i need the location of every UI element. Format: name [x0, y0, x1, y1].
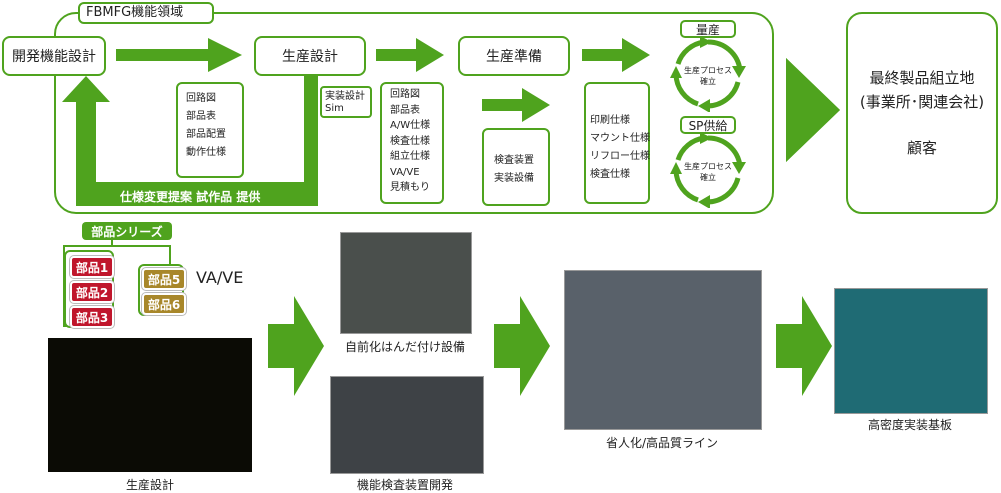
- fbmfg-area-title: FBMFG機能領域: [78, 2, 214, 24]
- mass-production-cycle-icon: [670, 36, 746, 112]
- caption-board: 高密度実装基板: [867, 418, 952, 432]
- inspection-item: 実装設備: [494, 173, 534, 184]
- feedback-loop-arrow: [62, 76, 318, 206]
- design-output-item: 部品表: [186, 111, 216, 122]
- design-detail-item: 組立仕様: [390, 151, 430, 162]
- sim-box-line: 実装設計: [325, 91, 365, 102]
- sp-supply-cycle-icon: [670, 132, 746, 208]
- step-production-prep: 生産準備: [458, 36, 570, 76]
- final-line-3: 顧客: [906, 139, 937, 157]
- prep-output-item: マウント仕様: [590, 133, 650, 144]
- inspection-item: 検査装置: [494, 155, 534, 166]
- design-detail-item: 回路図: [390, 89, 420, 100]
- design-detail-item: VA/VE: [390, 166, 420, 178]
- cycle-text-line: 生産プロセス: [684, 66, 732, 75]
- arrow-to-inspection: [482, 88, 550, 122]
- soldering-equipment-photo: [340, 232, 472, 334]
- design-detail-item: A/W仕様: [390, 120, 431, 131]
- prep-output-item: 検査仕様: [590, 169, 630, 180]
- cycle-text-line: 生産プロセス: [684, 162, 732, 171]
- step-dev-design: 開発機能設計: [2, 36, 106, 76]
- design-details-list: 回路図 部品表 A/W仕様 検査仕様 組立仕様 VA/VE 見積もり: [380, 82, 444, 204]
- caption-inspection-dev: 機能検査装置開発: [356, 478, 453, 492]
- cycle-text-line: 確立: [700, 173, 716, 182]
- sp-supply-cycle-text: 生産プロセス 確立: [672, 158, 744, 186]
- cycle-text-line: 確立: [700, 77, 716, 86]
- parts-series-title: 部品シリーズ: [82, 222, 172, 240]
- caption-soldering: 自前化はんだ付け設備: [344, 340, 465, 354]
- vave-label: VA/VE: [196, 268, 244, 287]
- arrow-design-to-prep: [376, 38, 444, 72]
- part-gold-5: 部品5: [142, 268, 186, 290]
- part-red-1: 部品1: [70, 256, 114, 278]
- design-output-item: 部品配置: [186, 129, 226, 140]
- inspection-device-photo: [330, 376, 484, 474]
- step-production-design: 生産設計: [254, 36, 366, 76]
- arrow-equipment-to-line: [494, 296, 550, 396]
- caption-pcb-design: 生産設計: [125, 478, 174, 492]
- sim-box-line: Sim: [325, 103, 344, 114]
- design-output-item: 動作仕様: [186, 147, 226, 158]
- caption-line: 省人化/高品質ライン: [605, 436, 719, 450]
- arrow-pcb-to-equipment: [268, 296, 324, 396]
- design-detail-item: 検査仕様: [390, 135, 430, 147]
- design-detail-item: 部品表: [390, 104, 420, 116]
- part-red-2: 部品2: [70, 281, 114, 303]
- final-assembly-box: 最終製品組立地 (事業所･関連会社) 顧客: [846, 12, 998, 214]
- arrow-line-to-board: [776, 296, 832, 396]
- inspection-equipment-box: 検査装置 実装設備: [482, 128, 550, 206]
- feedback-label: 仕様変更提案 試作品 提供: [120, 190, 261, 204]
- pcb-design-image: [48, 338, 252, 472]
- final-line-1: 最終製品組立地: [869, 69, 975, 87]
- prep-output-item: リフロー仕様: [590, 151, 650, 162]
- arrow-to-final: [786, 58, 840, 162]
- prep-output-item: 印刷仕様: [590, 115, 630, 126]
- sim-box: 実装設計 Sim: [320, 86, 372, 118]
- sp-supply-label: SP供給: [680, 116, 736, 134]
- design-detail-item: 見積もり: [390, 182, 430, 193]
- mass-production-label: 量産: [680, 20, 736, 38]
- prep-outputs-list: 印刷仕様 マウント仕様 リフロー仕様 検査仕様: [584, 82, 650, 204]
- arrow-prep-to-cycles: [582, 38, 650, 72]
- part-red-3: 部品3: [70, 306, 114, 328]
- arrow-dev-to-design: [116, 38, 242, 72]
- mass-production-cycle-text: 生産プロセス 確立: [672, 62, 744, 90]
- design-outputs-list: 回路図 部品表 部品配置 動作仕様: [176, 82, 244, 178]
- production-line-photo: [564, 270, 762, 430]
- high-density-board-photo: [834, 288, 988, 414]
- design-output-item: 回路図: [186, 93, 216, 104]
- final-line-2: (事業所･関連会社): [859, 93, 985, 111]
- part-gold-6: 部品6: [142, 293, 186, 315]
